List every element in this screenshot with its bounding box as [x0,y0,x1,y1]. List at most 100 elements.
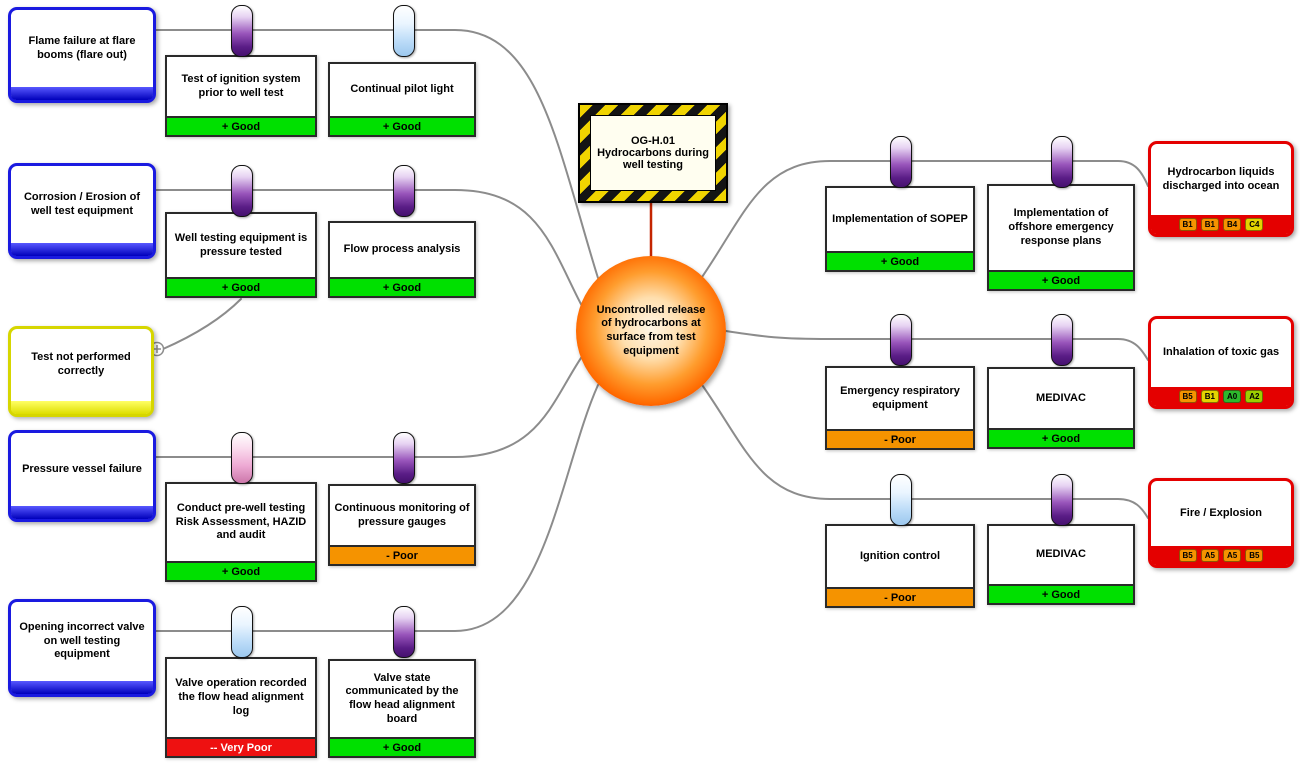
risk-badge[interactable]: A0 [1223,390,1242,403]
barrier-implementation-of-sopep[interactable]: Implementation of SOPEP + Good [825,186,975,272]
barrier-label: Flow process analysis [343,243,461,256]
top-event-label: Uncontrolled release of hydrocarbons at … [596,303,706,357]
risk-badge[interactable]: B4 [1223,218,1242,231]
threat-label: Opening incorrect valve on well testing … [19,620,145,661]
barrier-effectiveness-icon[interactable] [1051,314,1073,366]
consequence-label: Inhalation of toxic gas [1162,346,1280,359]
connector-consequence-2 [725,330,1149,361]
connector-consequence-3 [699,381,1149,519]
barrier-status: - Poor [827,429,973,448]
risk-badge[interactable]: A5 [1200,549,1219,562]
barrier-status: + Good [989,270,1133,289]
barrier-valve-state-board[interactable]: Valve state communicated by the flow hea… [328,659,476,758]
barrier-effectiveness-icon[interactable] [231,432,253,484]
connector-threat-2 [155,189,584,309]
barrier-label: Test of ignition system prior to well te… [181,72,301,99]
escalation-factor-label: Test not performed correctly [31,351,131,377]
consequence-risk-strip: B5 A5 A5 B5 [1151,546,1291,565]
barrier-label: Implementation of offshore emergency res… [1008,207,1114,247]
risk-badge[interactable]: A5 [1223,549,1242,562]
threat-label: Corrosion / Erosion of well test equipme… [23,190,141,217]
barrier-effectiveness-icon[interactable] [890,474,912,526]
barrier-status: - Poor [827,587,973,606]
barrier-status: + Good [167,116,315,135]
barrier-effectiveness-icon[interactable] [1051,136,1073,188]
barrier-pre-well-risk-assessment[interactable]: Conduct pre-well testing Risk Assessment… [165,482,317,582]
connector-consequence-1 [699,160,1149,281]
barrier-effectiveness-icon[interactable] [231,165,253,217]
threat-label: Flame failure at flare booms (flare out) [28,34,136,61]
hazard-label: OG-H.01 Hydrocarbons during well testing [590,115,716,191]
barrier-status: + Good [167,561,315,580]
connector-escalation-factor [162,298,242,350]
threat-footer [11,87,153,100]
barrier-effectiveness-icon[interactable] [393,165,415,217]
top-event-node[interactable]: Uncontrolled release of hydrocarbons at … [576,256,726,406]
consequence-label: Hydrocarbon liquids discharged into ocea… [1162,165,1280,192]
barrier-offshore-emergency-response[interactable]: Implementation of offshore emergency res… [987,184,1135,291]
barrier-flow-process-analysis[interactable]: Flow process analysis + Good [328,221,476,298]
risk-badge[interactable]: B1 [1200,390,1219,403]
barrier-status: + Good [330,737,474,756]
threat-pressure-vessel-failure[interactable]: Pressure vessel failure [8,430,156,522]
barrier-status: - Poor [330,545,474,564]
barrier-effectiveness-icon[interactable] [890,314,912,366]
barrier-continual-pilot-light[interactable]: Continual pilot light + Good [328,62,476,137]
barrier-label: Continuous monitoring of pressure gauges [334,501,470,528]
barrier-status: -- Very Poor [167,737,315,756]
threat-flame-failure[interactable]: Flame failure at flare booms (flare out) [8,7,156,103]
barrier-effectiveness-icon[interactable] [393,432,415,484]
barrier-pressure-tested[interactable]: Well testing equipment is pressure teste… [165,212,317,298]
barrier-emergency-respiratory-equipment[interactable]: Emergency respiratory equipment - Poor [825,366,975,450]
barrier-label: Emergency respiratory equipment [840,384,960,411]
consequence-label: Fire / Explosion [1180,506,1262,519]
consequence-inhalation-toxic-gas[interactable]: Inhalation of toxic gas B5 B1 A0 A2 [1148,316,1294,409]
barrier-label: Valve operation recorded the flow head a… [175,677,307,717]
barrier-status: + Good [989,584,1133,603]
threat-footer [11,506,153,519]
consequence-fire-explosion[interactable]: Fire / Explosion B5 A5 A5 B5 [1148,478,1294,568]
connector-threat-1 [155,29,599,279]
barrier-ignition-control[interactable]: Ignition control - Poor [825,524,975,608]
barrier-label: Conduct pre-well testing Risk Assessment… [175,501,307,542]
threat-opening-incorrect-valve[interactable]: Opening incorrect valve on well testing … [8,599,156,697]
barrier-label: MEDIVAC [1036,548,1086,561]
barrier-effectiveness-icon[interactable] [231,606,253,658]
barrier-label: Valve state communicated by the flow hea… [345,671,459,725]
barrier-effectiveness-icon[interactable] [231,5,253,57]
barrier-effectiveness-icon[interactable] [890,136,912,188]
barrier-status: + Good [330,116,474,135]
barrier-medivac-1[interactable]: MEDIVAC + Good [987,367,1135,449]
connector-threat-3 [155,354,584,458]
barrier-effectiveness-icon[interactable] [393,606,415,658]
consequence-hydrocarbon-liquids-ocean[interactable]: Hydrocarbon liquids discharged into ocea… [1148,141,1294,237]
threat-corrosion-erosion[interactable]: Corrosion / Erosion of well test equipme… [8,163,156,259]
barrier-valve-operation-log[interactable]: Valve operation recorded the flow head a… [165,657,317,758]
barrier-medivac-2[interactable]: MEDIVAC + Good [987,524,1135,605]
threat-footer [11,681,153,694]
risk-badge[interactable]: C4 [1245,218,1264,231]
barrier-status: + Good [989,428,1133,447]
consequence-risk-strip: B5 B1 A0 A2 [1151,387,1291,406]
risk-badge[interactable]: B5 [1245,549,1264,562]
barrier-status: + Good [167,277,315,296]
barrier-label: Ignition control [859,549,941,562]
barrier-continuous-monitoring-gauges[interactable]: Continuous monitoring of pressure gauges… [328,484,476,566]
barrier-effectiveness-icon[interactable] [1051,474,1073,526]
barrier-label: Continual pilot light [350,83,454,96]
barrier-status: + Good [827,251,973,270]
barrier-effectiveness-icon[interactable] [393,5,415,57]
connector-threat-4 [155,384,599,632]
hazard-node[interactable]: OG-H.01 Hydrocarbons during well testing [578,103,728,203]
barrier-test-of-ignition-system[interactable]: Test of ignition system prior to well te… [165,55,317,137]
risk-badge[interactable]: B1 [1200,218,1219,231]
barrier-label: MEDIVAC [1036,391,1086,404]
escalation-factor-test-not-performed[interactable]: Test not performed correctly [8,326,154,417]
risk-badge[interactable]: B5 [1178,549,1197,562]
risk-badge[interactable]: B1 [1178,218,1197,231]
risk-badge[interactable]: B5 [1178,390,1197,403]
risk-badge[interactable]: A2 [1245,390,1264,403]
barrier-label: Well testing equipment is pressure teste… [174,231,308,258]
